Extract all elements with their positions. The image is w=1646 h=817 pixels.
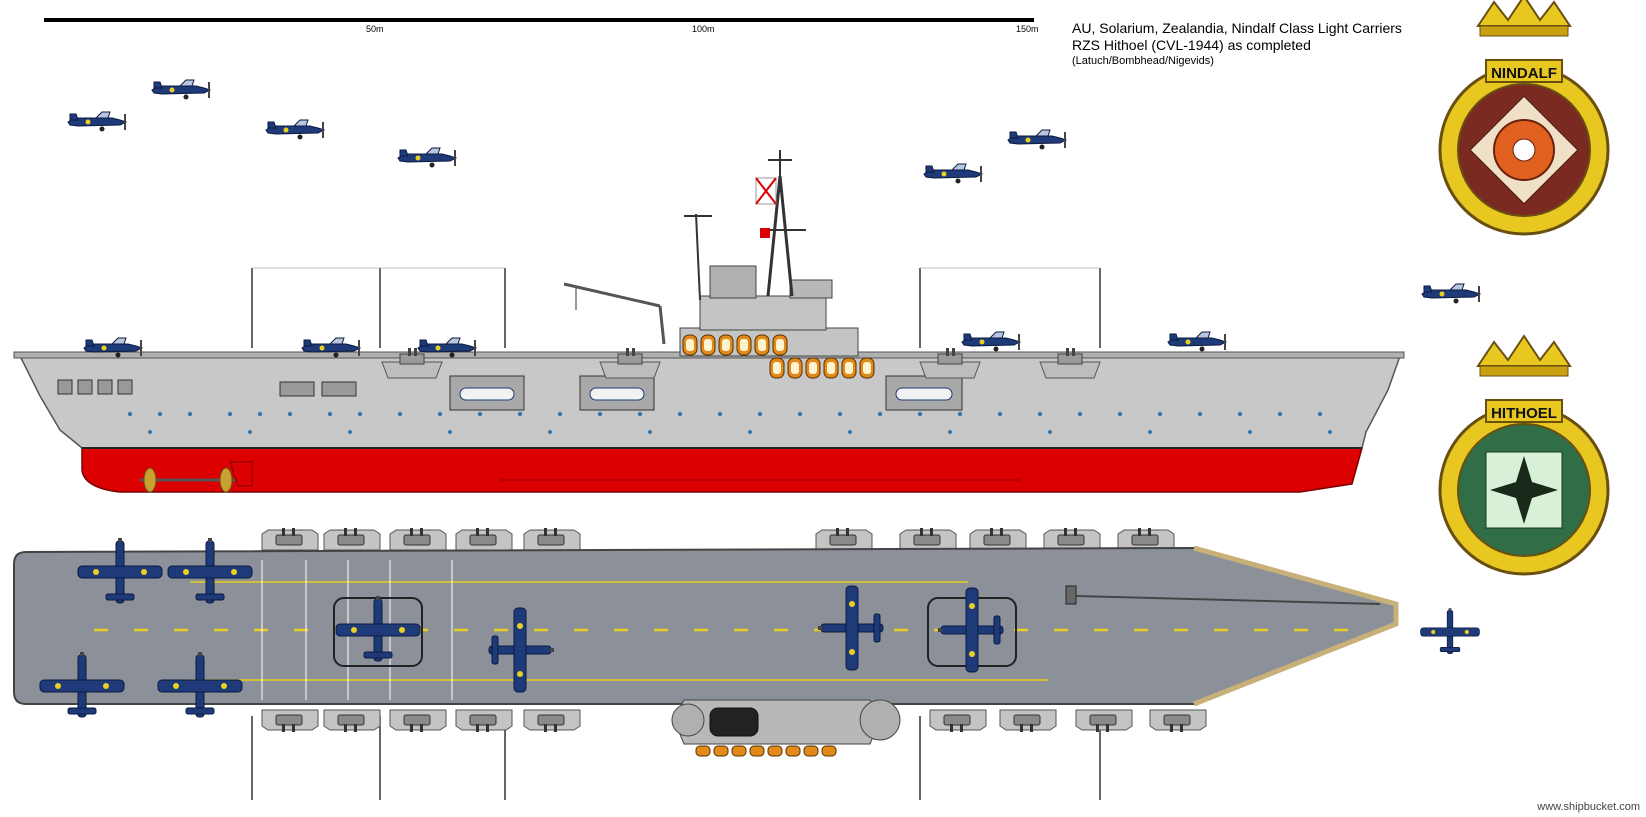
boat-bays [57, 375, 963, 411]
lower-hull [81, 447, 1363, 493]
star-emblem-icon [1490, 456, 1558, 524]
crest-name-nindalf: NINDALF [1491, 65, 1557, 82]
crest-hithoel [1438, 334, 1610, 576]
scale-label-150: 150m [1016, 24, 1039, 34]
title-line-2: RZS Hithoel (CVL-1944) as completed [1072, 37, 1311, 53]
crest-nameplate-hithoel [1485, 399, 1563, 423]
bow-netting [1193, 545, 1399, 707]
scale-line [44, 18, 1034, 22]
scale-label-100: 100m [692, 24, 715, 34]
aerial-masts [251, 267, 1101, 348]
island [563, 150, 859, 357]
scale-bar: 50m 100m 150m [44, 18, 1039, 40]
gun-sponsons-top [261, 527, 1175, 551]
watermark: www.shipbucket.com [1537, 801, 1640, 813]
crest-name-hithoel: HITHOEL [1491, 405, 1557, 422]
propellers [140, 461, 253, 493]
title-block: AU, Solarium, Zealandia, Nindalf Class L… [1072, 20, 1402, 69]
crown-icon [1476, 334, 1572, 367]
crown-icon [1476, 0, 1572, 27]
title-line-1: AU, Solarium, Zealandia, Nindalf Class L… [1072, 20, 1402, 36]
side-profile [13, 150, 1405, 493]
plan-view [13, 527, 1480, 800]
scale-label-50: 50m [366, 24, 384, 34]
title-line-3: (Latuch/Bombhead/Nigevids) [1072, 55, 1214, 67]
island-plan [671, 699, 901, 757]
portholes [127, 411, 1332, 434]
upper-hull [18, 355, 1402, 449]
crest-nameplate-nindalf [1485, 59, 1563, 83]
crest-nindalf [1438, 0, 1610, 236]
